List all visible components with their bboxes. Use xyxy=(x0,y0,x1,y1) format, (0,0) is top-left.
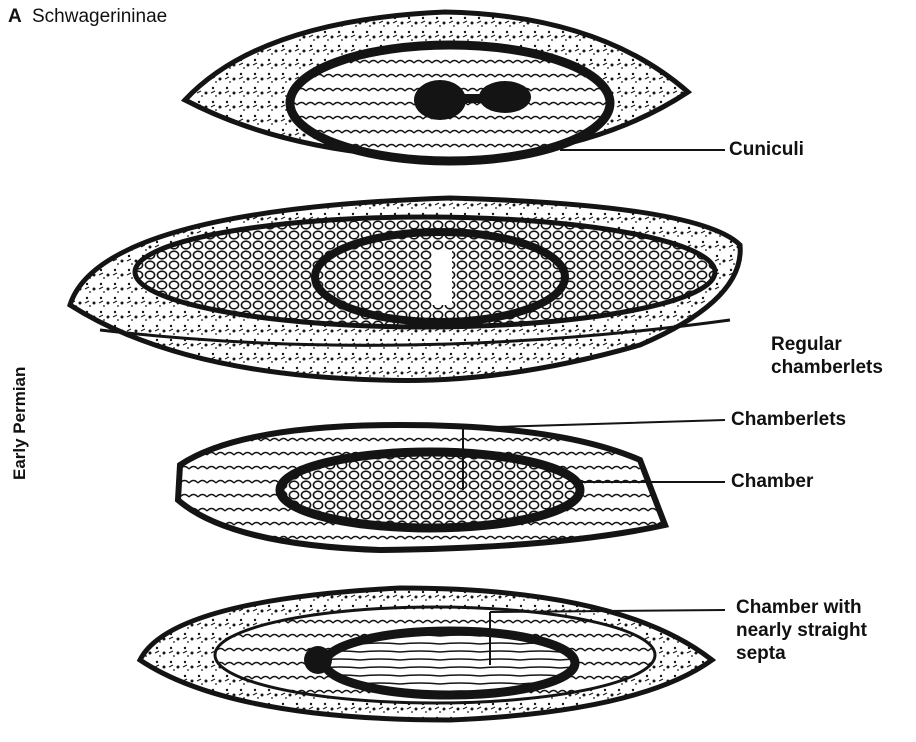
label-chamber: Chamber xyxy=(731,470,813,493)
label-regular-chamberlets: Regular chamberlets xyxy=(771,333,883,379)
label-chamber-straight-septa: Chamber with nearly straight septa xyxy=(736,596,867,665)
specimen-regular-chamberlets xyxy=(70,198,740,381)
specimen-cuniculi xyxy=(185,12,688,161)
label-cuniculi: Cuniculi xyxy=(729,138,804,161)
label-chamberlets: Chamberlets xyxy=(731,408,846,431)
specimen-chamberlets xyxy=(178,425,665,550)
specimen-straight-septa xyxy=(140,588,712,720)
